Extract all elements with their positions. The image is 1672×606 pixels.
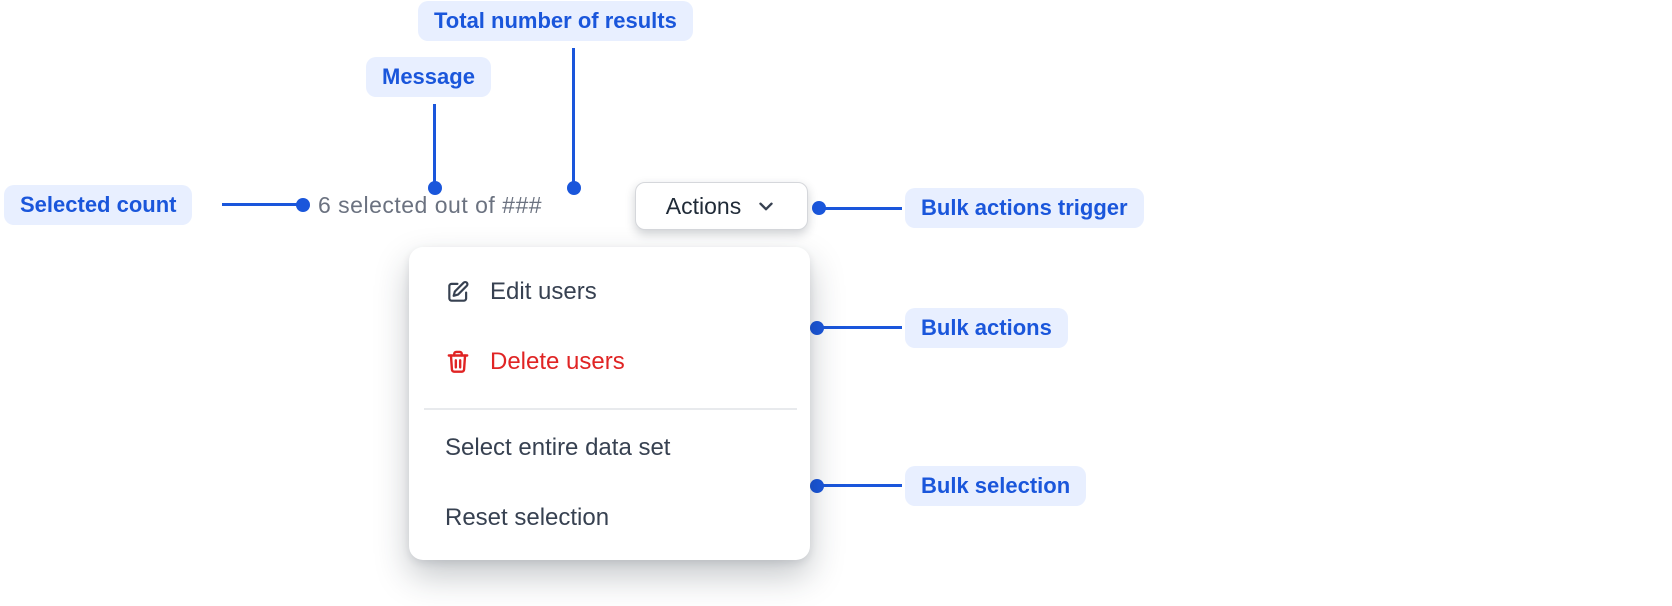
connector-line-bulk-actions-trigger (822, 207, 902, 210)
connector-dot-bulk-actions-trigger (812, 201, 826, 215)
menu-item-reset-selection[interactable]: Reset selection (409, 490, 810, 546)
annotation-bulk-actions-trigger: Bulk actions trigger (905, 188, 1144, 228)
edit-icon (445, 279, 471, 305)
bulk-actions-dropdown: Edit users Delete users Select entire da… (409, 247, 810, 560)
annotation-total-number-of-results: Total number of results (418, 1, 693, 41)
bulk-actions-trigger-button[interactable]: Actions (635, 182, 808, 230)
annotation-selected-count: Selected count (4, 185, 193, 225)
connector-dot-selected-count (296, 198, 310, 212)
menu-item-edit-users[interactable]: Edit users (409, 264, 810, 320)
menu-item-label: Delete users (490, 348, 625, 375)
annotation-message: Message (366, 57, 491, 97)
connector-dot-bulk-actions (810, 321, 824, 335)
menu-item-delete-users[interactable]: Delete users (409, 334, 810, 390)
menu-divider (424, 408, 797, 410)
connector-line-message (433, 104, 436, 182)
connector-line-total-results (572, 48, 575, 182)
annotation-bulk-actions: Bulk actions (905, 308, 1068, 348)
selection-count-message: 6 selected out of ### (318, 192, 543, 218)
annotation-bulk-selection: Bulk selection (905, 466, 1087, 506)
connector-line-bulk-actions (820, 326, 902, 329)
actions-button-label: Actions (665, 192, 742, 219)
menu-item-select-entire-data-set[interactable]: Select entire data set (409, 420, 810, 476)
connector-dot-bulk-selection (810, 479, 824, 493)
connector-line-bulk-selection (820, 484, 902, 487)
chevron-down-icon (755, 195, 777, 217)
menu-item-label: Edit users (490, 278, 597, 305)
connector-dot-message (428, 181, 442, 195)
trash-icon (445, 349, 471, 375)
connector-line-selected-count (222, 203, 302, 206)
connector-dot-total-results (567, 181, 581, 195)
menu-item-label: Select entire data set (445, 434, 671, 461)
menu-item-label: Reset selection (445, 504, 610, 531)
